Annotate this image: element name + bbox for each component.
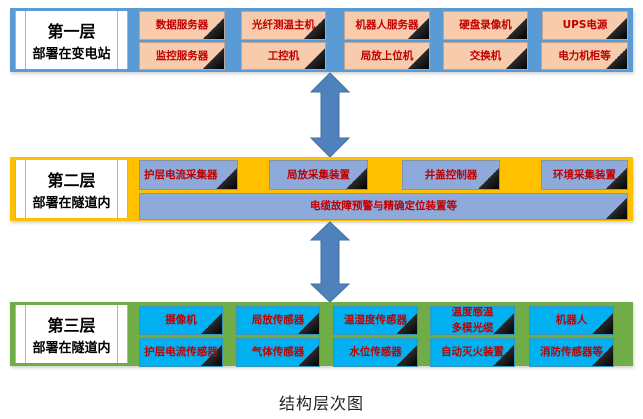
corner-triangle-icon [216, 168, 237, 189]
layer-1-item: 光纤测温主机 [241, 11, 326, 40]
corner-triangle-icon [203, 18, 224, 39]
layer-2-title: 第二层 [47, 171, 96, 190]
corner-triangle-icon [396, 345, 417, 366]
item-label: 工控机 [267, 49, 300, 62]
item-label: 水位传感器 [349, 346, 402, 359]
corner-triangle-icon [304, 18, 325, 39]
layer-3-item: 温湿度传感器 [333, 306, 418, 335]
item-label: 电缆故障预警与精确定位装置等 [310, 200, 457, 213]
corner-triangle-icon [506, 18, 527, 39]
item-label: 局放上位机 [360, 49, 414, 62]
layer-3-item: 摄像机 [139, 306, 223, 335]
item-label: 自动灭火装置 [441, 346, 504, 359]
layer-1-item: 工控机 [241, 42, 326, 70]
item-label: 摄像机 [165, 314, 197, 327]
corner-triangle-icon [201, 313, 222, 334]
layer-2-label: 第二层 部署在隧道内 [15, 160, 128, 218]
layer-3-item: 消防传感器等 [529, 338, 614, 367]
corner-triangle-icon [606, 198, 627, 219]
corner-triangle-icon [493, 345, 514, 366]
double-arrow-vertical-icon [309, 221, 351, 303]
item-label: 气体传感器 [251, 346, 305, 359]
layer-3-item: 局放传感器 [236, 306, 320, 335]
layer-2-item: 环境采集装置 [541, 160, 628, 190]
corner-triangle-icon [606, 48, 627, 69]
layer-1-panel: 第一层 部署在变电站 数据服务器 光纤测温主机 机器人服务器 硬盘录像机 UPS… [10, 8, 633, 72]
layer-3-item: 护层电流传感器 [139, 338, 223, 367]
item-label: 电力机柜等 [558, 49, 611, 62]
corner-triangle-icon [592, 313, 613, 334]
item-label: 交换机 [469, 49, 502, 62]
layer-2-item: 护层电流采集器 [139, 160, 238, 190]
corner-triangle-icon [298, 345, 319, 366]
layer-3-item: 自动灭火装置 [430, 338, 515, 367]
layer-1-label: 第一层 部署在变电站 [15, 11, 128, 69]
layer-1-item: 硬盘录像机 [443, 11, 528, 40]
item-label: 温湿度传感器 [344, 314, 407, 327]
item-label: 温度感温 多模光缆 [451, 306, 494, 334]
layer-1-item: 局放上位机 [344, 42, 430, 70]
corner-triangle-icon [606, 168, 627, 189]
layer-2-panel: 第二层 部署在隧道内 护层电流采集器 局放采集装置 井盖控制器 环境采集装置 电… [10, 157, 633, 221]
layer-1-subtitle: 部署在变电站 [32, 47, 111, 62]
layer-1-item: 机器人服务器 [344, 11, 430, 40]
corner-triangle-icon [408, 48, 429, 69]
corner-triangle-icon [346, 168, 367, 189]
layer-1-item: 电力机柜等 [541, 42, 628, 70]
item-label: 硬盘录像机 [459, 19, 512, 32]
corner-triangle-icon [506, 48, 527, 69]
item-label: 环境采集装置 [553, 168, 616, 181]
corner-triangle-icon [203, 48, 224, 69]
item-label: 监控服务器 [155, 49, 209, 62]
layer-1-item: 数据服务器 [139, 11, 225, 40]
layer-2-subtitle: 部署在隧道内 [32, 196, 111, 211]
corner-triangle-icon [201, 345, 222, 366]
corner-triangle-icon [408, 18, 429, 39]
layer-3-panel: 第三层 部署在隧道内 摄像机 局放传感器 温湿度传感器 温度感温 多模光缆 机器… [10, 302, 633, 367]
item-label: 井盖控制器 [424, 168, 478, 181]
layer-1-item: 监控服务器 [139, 42, 225, 70]
item-label: 消防传感器等 [540, 346, 603, 359]
layer-2-item: 局放采集装置 [269, 160, 368, 190]
corner-triangle-icon [298, 313, 319, 334]
layer-1-title: 第一层 [47, 22, 96, 41]
item-label: 机器人服务器 [355, 19, 419, 32]
layer-3-item: 水位传感器 [333, 338, 418, 367]
corner-triangle-icon [592, 345, 613, 366]
layer-3-item: 机器人 [529, 306, 614, 335]
item-label: 数据服务器 [155, 19, 209, 32]
layer-3-item: 温度感温 多模光缆 [430, 306, 515, 335]
layer-3-label: 第三层 部署在隧道内 [15, 305, 128, 363]
corner-triangle-icon [478, 168, 499, 189]
corner-triangle-icon [606, 18, 627, 39]
item-label: 局放传感器 [251, 314, 305, 327]
layer-3-title: 第三层 [47, 316, 96, 335]
item-label: 护层电流传感器 [144, 346, 218, 359]
item-label: 局放采集装置 [287, 168, 350, 181]
corner-triangle-icon [396, 313, 417, 334]
layer-3-subtitle: 部署在隧道内 [32, 341, 111, 356]
corner-triangle-icon [493, 313, 514, 334]
item-label: 护层电流采集器 [144, 168, 218, 181]
item-label: 光纤测温主机 [252, 19, 315, 32]
layer-1-item: UPS电源 [542, 11, 628, 40]
layer-2-item: 井盖控制器 [402, 160, 500, 190]
figure-caption: 结构层次图 [278, 394, 364, 413]
layer-1-item: 交换机 [443, 42, 528, 70]
item-label: 机器人 [555, 314, 588, 327]
double-arrow-vertical-icon [309, 72, 351, 158]
layer-3-item: 气体传感器 [236, 338, 320, 367]
corner-triangle-icon [304, 48, 325, 69]
layer-2-wide-item: 电缆故障预警与精确定位装置等 [139, 193, 628, 220]
item-label: UPS电源 [562, 19, 608, 32]
